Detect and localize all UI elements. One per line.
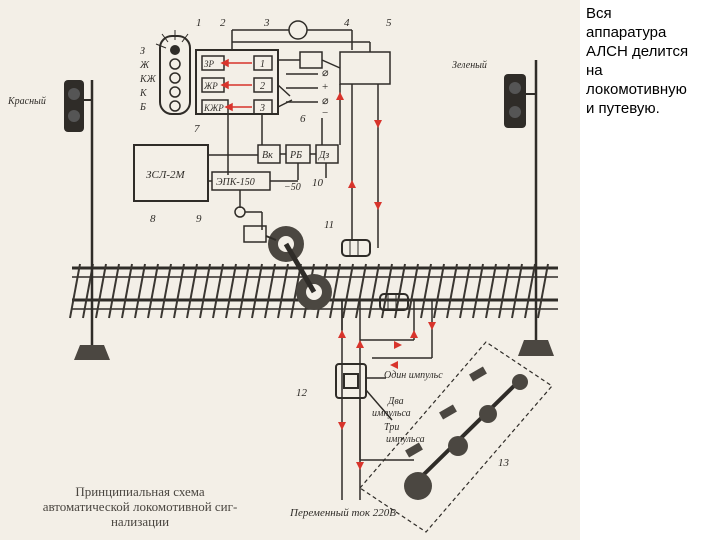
rb-label: РБ <box>289 150 302 161</box>
relay-number-2: 2 <box>260 81 265 92</box>
sleeper <box>69 263 81 319</box>
sleeper <box>251 263 263 319</box>
code-transmitter <box>359 341 553 533</box>
sleeper <box>472 263 484 319</box>
sleeper <box>173 263 185 319</box>
lamp-letter-1: З <box>140 46 145 57</box>
zsl-label: ЗСЛ-2М <box>146 169 186 181</box>
minus50-label: −50 <box>284 182 301 193</box>
track-circuit-wiring <box>335 300 433 500</box>
one-pulse-label: Один импульс <box>384 370 443 381</box>
sleeper <box>420 263 432 319</box>
sleeper <box>134 263 146 319</box>
sleeper <box>355 263 367 319</box>
callout-6: 6 <box>300 113 306 125</box>
vk-label: Вк <box>262 150 273 161</box>
epk-label: ЭПК-150 <box>216 177 255 188</box>
lamp-letter-2: Ж <box>139 60 150 71</box>
sleeper <box>121 263 133 319</box>
plus-terminal: + <box>322 81 328 93</box>
sleeper <box>160 263 172 319</box>
relay-label-кжр: КЖР <box>203 103 224 113</box>
side-text: Вся аппаратура АЛСН делится на локомотив… <box>586 5 689 117</box>
left-signal-mast <box>64 80 110 360</box>
svg-text:⌀: ⌀ <box>322 67 329 79</box>
lamp-letter-3: КЖ <box>139 74 157 85</box>
left-signal-label: Красный <box>7 96 46 107</box>
sleeper <box>342 263 354 319</box>
sleeper <box>238 263 250 319</box>
supply-terminals: ⌀ + ⌀ − <box>322 67 329 119</box>
sleeper <box>108 263 120 319</box>
sleeper <box>95 263 107 319</box>
callout-4: 4 <box>344 17 350 29</box>
sleeper <box>186 263 198 319</box>
sleeper <box>329 263 341 319</box>
sleeper <box>147 263 159 319</box>
figure-caption: Принципиальная схема автоматической локо… <box>42 484 238 529</box>
minus-terminal: − <box>322 107 328 119</box>
callout-8: 8 <box>150 213 156 225</box>
relay-number-1: 1 <box>260 59 265 70</box>
sleeper <box>212 263 224 319</box>
sleeper <box>433 263 445 319</box>
epk-block <box>208 171 298 243</box>
sleeper <box>537 263 549 319</box>
callout-11: 11 <box>324 219 334 231</box>
relay-label-жр: ЖР <box>203 81 218 91</box>
sleeper <box>524 263 536 319</box>
sleeper <box>225 263 237 319</box>
sleeper <box>498 263 510 319</box>
current-arrows <box>336 92 436 470</box>
svg-text:⌀: ⌀ <box>322 95 329 107</box>
three-pulses-label: Три импульса <box>384 422 425 445</box>
sleeper <box>407 263 419 319</box>
sleeper <box>368 263 380 319</box>
two-pulses-line2: импульса <box>372 408 411 419</box>
relay-block <box>195 49 279 115</box>
sleeper <box>459 263 471 319</box>
callout-1: 1 <box>196 17 202 29</box>
sleeper <box>264 263 276 319</box>
sleeper <box>446 263 458 319</box>
two-pulses-label: Два импульса <box>372 396 411 419</box>
lamp-letter-5: Б <box>139 102 146 113</box>
receiving-coils <box>341 239 409 311</box>
sleeper <box>290 263 302 319</box>
alsn-schematic: Красный Зеленый ЗЖ КЖ КБ <box>7 17 558 533</box>
vk-rb-dz-blocks <box>208 144 339 180</box>
callout-3: 3 <box>263 17 270 29</box>
right-signal-label: Зеленый <box>452 60 487 71</box>
wheelset <box>265 226 332 310</box>
sleeper <box>277 263 289 319</box>
callout-2: 2 <box>220 17 226 29</box>
ac-supply-label: Переменный ток 220В <box>289 507 396 519</box>
locomotive-light-unit <box>155 30 191 115</box>
dz-label: Дз <box>318 150 329 161</box>
zsl-block <box>133 144 209 202</box>
callout-12: 12 <box>296 387 308 399</box>
three-pulses-line1: Три <box>384 422 399 433</box>
callout-7: 7 <box>194 123 200 135</box>
supply-wiring <box>227 20 391 240</box>
callout-13: 13 <box>498 457 510 469</box>
relay-number-3: 3 <box>259 103 265 114</box>
callout-9: 9 <box>196 213 202 225</box>
relay-label-зр: ЗР <box>204 59 214 69</box>
sleeper <box>485 263 497 319</box>
right-signal-mast <box>504 60 554 356</box>
sleeper <box>199 263 211 319</box>
sleeper <box>511 263 523 319</box>
two-pulses-line1: Два <box>387 396 404 407</box>
lamp-letter-4: К <box>139 88 148 99</box>
callout-10: 10 <box>312 177 324 189</box>
three-pulses-line2: импульса <box>386 434 425 445</box>
callout-5: 5 <box>386 17 392 29</box>
